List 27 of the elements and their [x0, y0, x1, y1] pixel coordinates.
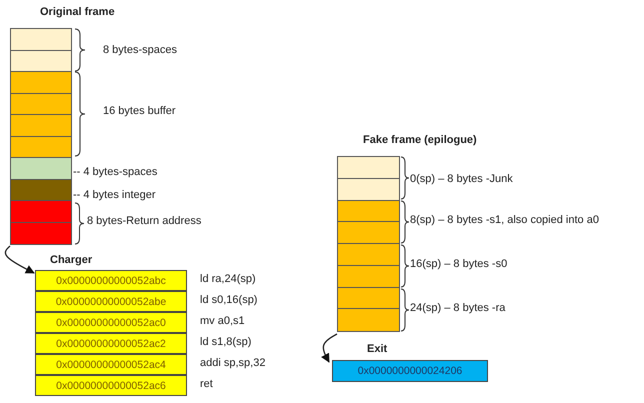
annotation-text: 16(sp) – 8 bytes -s0: [410, 258, 508, 270]
instruction-text: addi sp,sp,32: [200, 357, 266, 369]
address-cell: 0x00000000000052abe: [35, 291, 187, 312]
annotation-text: 24(sp) – 8 bytes -ra: [410, 302, 506, 314]
annotation-text: 8(sp) – 8 bytes -s1, also copied into a0: [410, 214, 599, 226]
address-cell: 0x00000000000052ac0: [35, 312, 187, 333]
address-cell: 0x00000000000052ac2: [35, 333, 187, 354]
exit-block: [330, 343, 490, 383]
address-cell: 0x00000000000052ac6: [35, 375, 187, 396]
address-box: 0x0000000000024206: [332, 360, 488, 382]
annotation-text: 8 bytes-spaces: [103, 44, 177, 56]
instruction-text: ld ra,24(sp): [200, 273, 256, 285]
instruction-text: ld s0,16(sp): [200, 294, 258, 306]
curved-arrow: [4, 246, 35, 274]
instruction-text: ret: [200, 378, 213, 390]
instruction-text: ld s1,8(sp): [200, 336, 252, 348]
address-cell: 0x00000000000052abc: [35, 270, 187, 291]
annotation-text: 16 bytes buffer: [103, 105, 176, 117]
annotation-text: 0(sp) – 8 bytes -Junk: [410, 173, 513, 185]
address-cell: 0x00000000000052ac4: [35, 354, 187, 375]
frame-heading: Exit: [367, 343, 388, 355]
frame-heading: Fake frame (epilogue): [363, 134, 477, 146]
instruction-text: mv a0,s1: [200, 315, 245, 327]
curved-arrow: [321, 333, 338, 363]
annotation-text: 8 bytes-Return address: [87, 215, 202, 227]
frame-heading: Charger: [50, 254, 92, 266]
frame-heading: Original frame: [40, 6, 115, 18]
